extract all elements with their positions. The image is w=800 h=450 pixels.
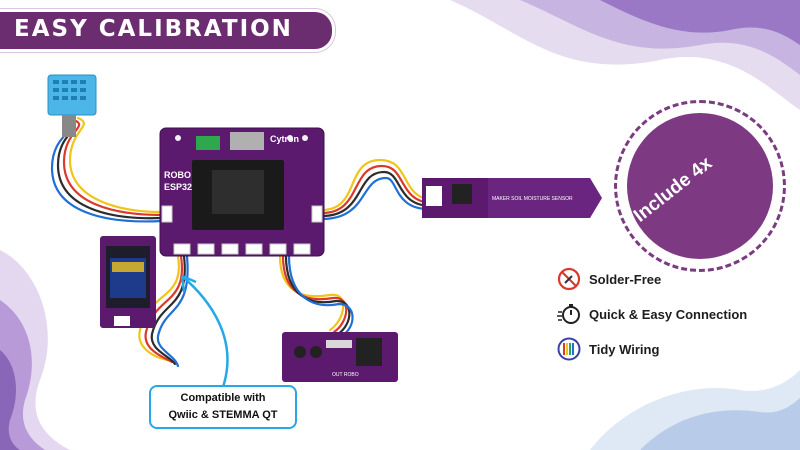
include-badge-ring: [614, 100, 786, 272]
feature-quick-connection: Quick & Easy Connection: [557, 301, 747, 327]
feature-tidy-wiring: Tidy Wiring: [557, 336, 659, 362]
title-banner: EASY CALIBRATION: [0, 9, 335, 52]
compat-line-2: Qwiic & STEMMA QT: [168, 409, 278, 421]
compat-line-1: Compatible with: [180, 392, 266, 404]
no-solder-icon: [557, 267, 581, 291]
svg-text:ROBO: ROBO: [164, 170, 191, 180]
soil-moisture-sensor: MAKER SOIL MOISTURE SENSOR: [422, 178, 602, 218]
banner-title: EASY CALIBRATION: [14, 16, 293, 42]
svg-text:MAKER SOIL MOISTURE SENSOR: MAKER SOIL MOISTURE SENSOR: [492, 196, 573, 202]
robo-esp32-board: Cytron ROBO ESP32: [159, 127, 325, 257]
wires-icon: [557, 337, 581, 361]
feature-label: Tidy Wiring: [589, 341, 660, 357]
svg-text:Cytron: Cytron: [270, 134, 299, 144]
svg-text:ESP32: ESP32: [164, 182, 192, 192]
feature-label: Solder-Free: [589, 271, 662, 287]
relay-board: OUT ROBO: [282, 332, 398, 382]
oled-display: [100, 236, 156, 328]
include-badge: [627, 113, 773, 259]
pointer-arrow: [181, 275, 229, 391]
feature-label: Quick & Easy Connection: [589, 306, 748, 322]
compatibility-callout: Compatible with Qwiic & STEMMA QT: [149, 385, 297, 429]
stopwatch-icon: [557, 304, 580, 324]
feature-solder-free: Solder-Free: [557, 266, 661, 292]
temperature-sensor: [47, 74, 97, 137]
svg-text:OUT ROBO: OUT ROBO: [332, 372, 359, 378]
